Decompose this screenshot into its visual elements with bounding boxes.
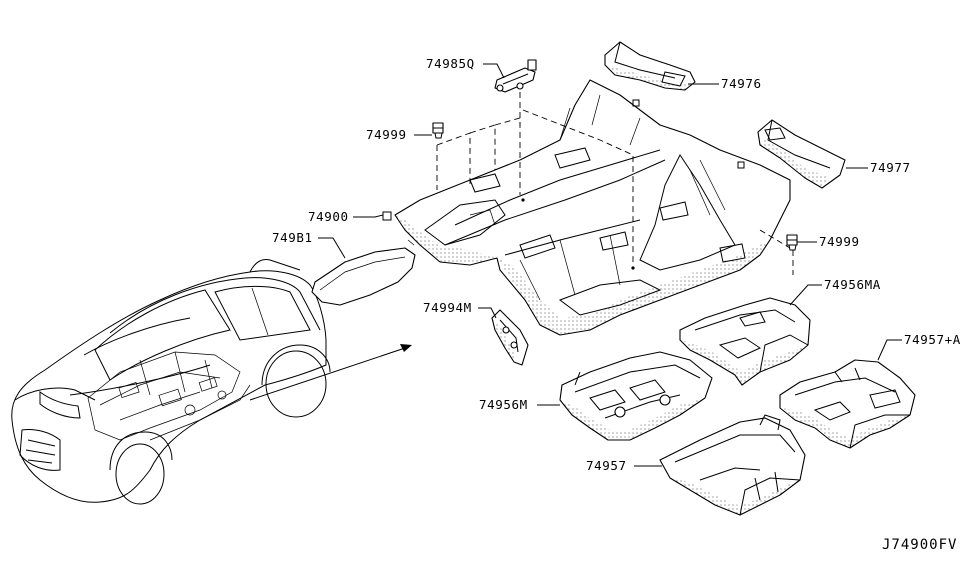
trunk-tray-74956m — [559, 351, 713, 441]
vehicle-outline — [11, 259, 412, 505]
leader-lines — [318, 63, 902, 467]
label-74994m: 74994M — [423, 300, 472, 315]
trunk-mat-74957a — [779, 359, 916, 449]
label-74985q: 74985Q — [426, 56, 475, 71]
bracket-74994m — [491, 309, 529, 366]
trunk-tray-74956ma — [679, 297, 811, 386]
label-74999-right: 74999 — [819, 234, 860, 249]
clip-74999-top — [432, 122, 444, 139]
label-74976: 74976 — [721, 76, 762, 91]
trim-panel-74976 — [604, 41, 696, 91]
bracket-74985q — [494, 59, 537, 93]
label-74957: 74957 — [586, 458, 627, 473]
label-74977: 74977 — [870, 160, 911, 175]
label-74956ma: 74956MA — [824, 277, 881, 292]
locator-lines — [436, 92, 794, 275]
label-74900: 74900 — [308, 209, 349, 224]
trunk-mat-74957 — [659, 414, 806, 516]
label-74957a: 74957+A — [904, 332, 961, 347]
clip-74999-right — [786, 234, 798, 251]
floor-mat-749b1 — [311, 239, 416, 306]
label-749b1: 749B1 — [272, 230, 313, 245]
diagram-code: J74900FV — [882, 537, 957, 553]
label-74999-top: 74999 — [366, 127, 407, 142]
label-74956m: 74956M — [479, 397, 528, 412]
floor-carpet-74900 — [382, 79, 791, 336]
trim-panel-74977 — [757, 119, 846, 189]
